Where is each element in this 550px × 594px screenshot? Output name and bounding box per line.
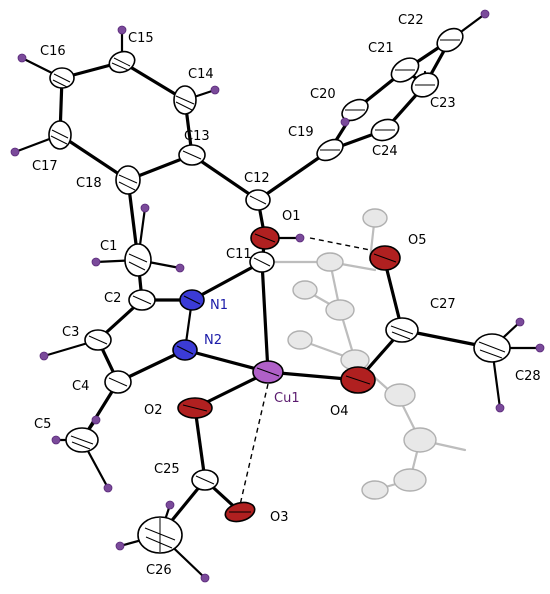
atom-c25 [191, 469, 219, 491]
label-o5: O5 [408, 233, 427, 248]
atom-c23 [410, 72, 440, 98]
label-c11: C11 [226, 247, 252, 262]
label-o1: O1 [282, 209, 301, 224]
atom-c19 [316, 138, 344, 162]
atom-c24 [370, 118, 400, 142]
atom-o2 [177, 397, 213, 419]
label-c14: C14 [188, 67, 214, 82]
atom-c3 [84, 329, 112, 351]
label-c23: C23 [430, 96, 456, 111]
hydrogen-atoms [10, 9, 545, 583]
atom-labels: C15 C16 C14 C17 C18 C13 C12 C19 C20 C21 … [32, 13, 541, 578]
carbon-atoms [48, 27, 511, 554]
label-c12: C12 [244, 171, 270, 186]
label-c19: C19 [288, 125, 314, 140]
label-c17: C17 [32, 159, 58, 174]
atom-c21 [390, 57, 420, 83]
label-n1: N1 [210, 298, 228, 313]
atom-c17 [48, 120, 72, 150]
label-c18: C18 [76, 176, 102, 191]
atom-o3 [224, 501, 256, 523]
label-n2: N2 [204, 333, 222, 348]
atom-c20 [341, 98, 369, 122]
atom-o4 [340, 366, 376, 394]
label-c3: C3 [62, 325, 79, 340]
label-c15: C15 [128, 31, 154, 46]
bonds [13, 12, 542, 580]
label-c27: C27 [430, 297, 456, 312]
label-c20: C20 [310, 87, 336, 102]
atom-c13 [178, 144, 206, 166]
atom-n2 [172, 339, 198, 361]
atom-c22 [436, 27, 464, 53]
atom-c14 [173, 85, 197, 115]
label-c26: C26 [146, 563, 172, 578]
atom-c5 [65, 427, 99, 453]
atom-c4 [104, 370, 132, 394]
atom-c28 [473, 333, 511, 363]
label-c13: C13 [184, 129, 210, 144]
label-c4: C4 [72, 379, 89, 394]
label-c22: C22 [398, 13, 424, 28]
hetero-atoms [172, 226, 401, 523]
label-c5: C5 [34, 417, 51, 432]
label-c1: C1 [100, 239, 117, 254]
label-c25: C25 [154, 462, 180, 477]
atom-c15 [108, 50, 136, 74]
label-cu1: Cu1 [274, 391, 300, 406]
label-c28: C28 [515, 369, 541, 384]
atom-cu1 [252, 360, 284, 384]
label-c16: C16 [40, 44, 66, 59]
atom-o5 [369, 245, 401, 271]
atom-o1 [250, 226, 280, 250]
label-c2: C2 [104, 291, 121, 306]
label-c24: C24 [372, 144, 398, 159]
atom-c26 [137, 516, 183, 554]
atom-c2 [128, 289, 156, 311]
label-o4: O4 [330, 404, 349, 419]
atom-c1 [124, 243, 152, 277]
atom-c11 [249, 251, 275, 273]
label-o3: O3 [270, 510, 289, 525]
atom-c12 [245, 189, 271, 211]
label-o2: O2 [144, 403, 163, 418]
atom-c16 [49, 67, 75, 89]
hydrogen-bonds [239, 237, 371, 506]
atom-c18 [115, 165, 141, 195]
atom-c27 [385, 317, 419, 343]
ghost-fragment [268, 208, 467, 500]
label-c21: C21 [368, 41, 394, 56]
atom-n1 [179, 289, 205, 311]
